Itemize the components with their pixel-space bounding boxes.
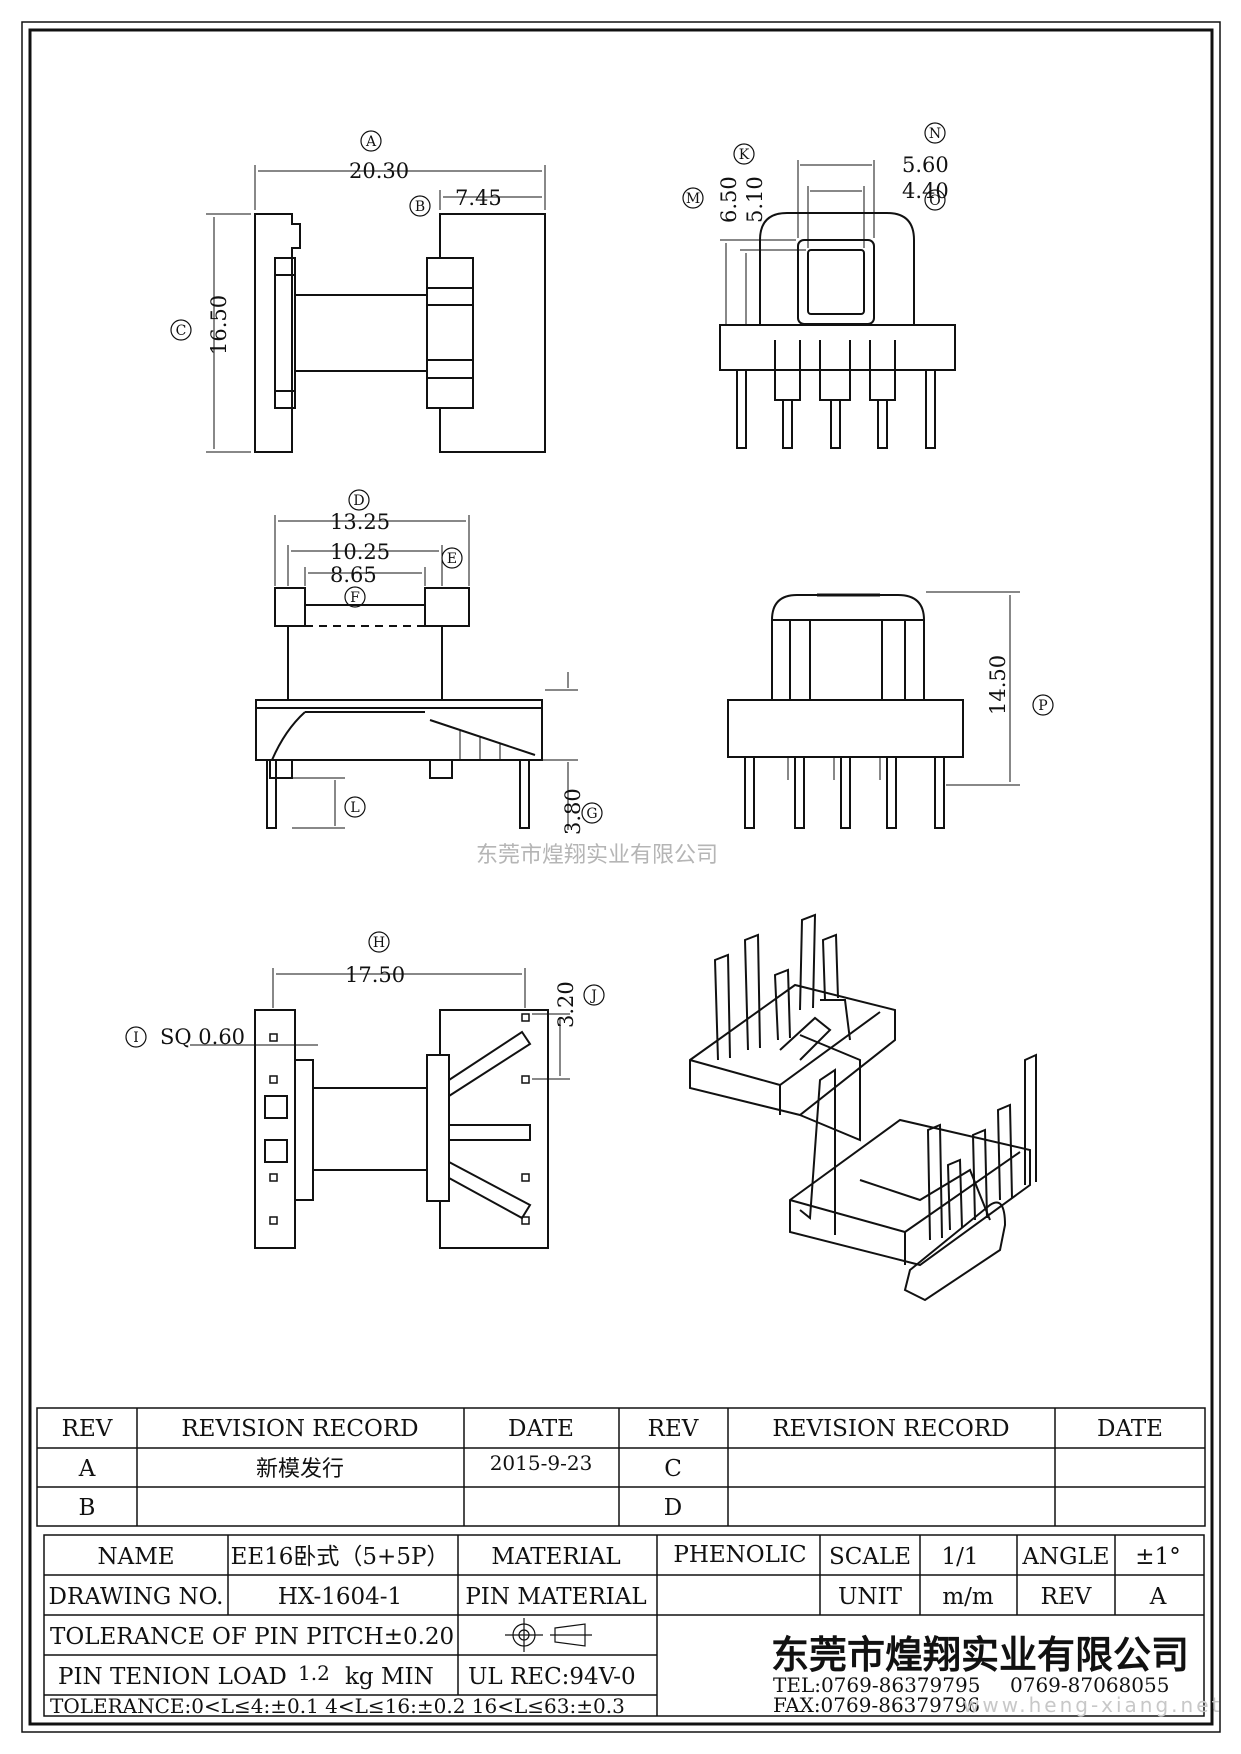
dim-c-value: 16.50 — [207, 295, 231, 355]
svg-text:L: L — [350, 800, 359, 816]
dimension-label-letters: A B C K M N O D E F G L P H J I — [133, 126, 1047, 1046]
dim-b-value: 7.45 — [455, 186, 502, 210]
svg-text:±1°: ±1° — [1135, 1544, 1180, 1570]
dim-i-value: SQ 0.60 — [160, 1025, 245, 1049]
svg-text:2015-9-23: 2015-9-23 — [490, 1451, 593, 1475]
front-view — [255, 515, 578, 830]
svg-text:1.2: 1.2 — [298, 1661, 330, 1685]
dimension-label-circles — [125, 122, 1054, 1048]
svg-text:A: A — [365, 134, 377, 150]
svg-text:A: A — [78, 1456, 96, 1482]
svg-text:P: P — [1038, 698, 1047, 714]
svg-text:kg MIN: kg MIN — [345, 1664, 434, 1690]
svg-text:C: C — [176, 323, 187, 339]
svg-text:新模发行: 新模发行 — [256, 1457, 344, 1482]
svg-text:NAME: NAME — [97, 1544, 174, 1570]
svg-text:A: A — [1149, 1584, 1167, 1610]
watermark: 东莞市煌翔实业有限公司 — [476, 843, 718, 868]
svg-text:东莞市煌翔实业有限公司: 东莞市煌翔实业有限公司 — [771, 1632, 1189, 1677]
svg-text:1/1: 1/1 — [941, 1544, 978, 1570]
dim-o-value: 4.40 — [902, 179, 949, 203]
svg-text:G: G — [586, 806, 597, 822]
svg-text:DATE: DATE — [1097, 1416, 1163, 1442]
svg-text:EE16卧式（5+5P）: EE16卧式（5+5P） — [231, 1544, 450, 1570]
svg-text:MATERIAL: MATERIAL — [491, 1544, 620, 1570]
svg-text:K: K — [739, 147, 750, 163]
bottom-view — [190, 968, 570, 1249]
title-block: NAME EE16卧式（5+5P） MATERIAL PHENOLIC SCAL… — [43, 1534, 1222, 1718]
revision-table: REV REVISION RECORD DATE REV REVISION RE… — [36, 1407, 1206, 1527]
dim-h-value: 17.50 — [345, 963, 405, 987]
top-view — [206, 165, 546, 453]
dim-m-value: 6.50 — [717, 176, 741, 223]
isometric-view — [689, 913, 1037, 1302]
outer-border — [21, 21, 1221, 1733]
svg-text:REVISION RECORD: REVISION RECORD — [181, 1416, 418, 1442]
svg-text:TOLERANCE OF PIN PITCH±0.20: TOLERANCE OF PIN PITCH±0.20 — [50, 1624, 454, 1650]
svg-text:PHENOLIC: PHENOLIC — [673, 1542, 806, 1568]
svg-text:FAX:0769-86379796: FAX:0769-86379796 — [773, 1693, 980, 1717]
projection-symbol-icon — [505, 1618, 592, 1652]
svg-text:PIN MATERIAL: PIN MATERIAL — [465, 1584, 646, 1610]
svg-text:www.heng-xiang.net: www.heng-xiang.net — [963, 1693, 1222, 1717]
inner-border — [28, 28, 1214, 1726]
dim-p-value: 14.50 — [986, 655, 1010, 715]
svg-text:REV: REV — [648, 1416, 699, 1442]
svg-text:m/m: m/m — [942, 1584, 994, 1610]
svg-text:DATE: DATE — [508, 1416, 574, 1442]
svg-text:O: O — [929, 193, 940, 209]
svg-text:HX-1604-1: HX-1604-1 — [278, 1584, 402, 1610]
svg-text:UL REC:94V-0: UL REC:94V-0 — [468, 1664, 636, 1690]
dim-n-value: 5.60 — [902, 153, 949, 177]
svg-text:M: M — [686, 191, 700, 207]
svg-text:ANGLE: ANGLE — [1021, 1544, 1109, 1570]
svg-text:E: E — [447, 551, 457, 567]
end-view — [727, 591, 1020, 829]
svg-text:B: B — [415, 199, 425, 215]
svg-text:TOLERANCE:0<L≤4:±0.1 4<L≤16:±: TOLERANCE:0<L≤4:±0.1 4<L≤16:±0.2 16<L≤63… — [50, 1694, 625, 1718]
dim-d-value: 13.25 — [330, 510, 390, 534]
svg-text:D: D — [664, 1495, 682, 1521]
svg-text:REVISION RECORD: REVISION RECORD — [772, 1416, 1009, 1442]
dim-e-value: 10.25 — [330, 540, 390, 564]
svg-text:TEL:0769-86379795: TEL:0769-86379795 — [773, 1673, 980, 1697]
svg-text:UNIT: UNIT — [838, 1584, 903, 1610]
svg-text:B: B — [79, 1495, 96, 1521]
dim-f-value: 8.65 — [330, 563, 377, 587]
svg-text:0769-87068055: 0769-87068055 — [1010, 1673, 1169, 1697]
side-view — [719, 160, 956, 449]
svg-text:REV: REV — [62, 1416, 113, 1442]
svg-text:H: H — [373, 935, 385, 951]
svg-text:N: N — [929, 126, 941, 142]
svg-text:PIN TENION LOAD: PIN TENION LOAD — [58, 1664, 287, 1690]
svg-text:C: C — [664, 1456, 682, 1482]
svg-text:SCALE: SCALE — [829, 1544, 911, 1570]
dim-g-value: 3.80 — [561, 788, 585, 835]
dim-k-value: 5.10 — [743, 176, 767, 223]
svg-text:REV: REV — [1041, 1584, 1092, 1610]
dim-j-value: 3.20 — [554, 981, 578, 1028]
svg-text:D: D — [353, 493, 364, 509]
dimension-values: 20.30 7.45 16.50 5.60 4.40 5.10 6.50 13.… — [160, 153, 1010, 1049]
svg-text:J: J — [589, 988, 597, 1004]
svg-text:I: I — [133, 1030, 139, 1046]
svg-text:DRAWING NO.: DRAWING NO. — [49, 1584, 224, 1610]
svg-text:F: F — [350, 590, 360, 606]
dim-a-value: 20.30 — [349, 159, 409, 183]
